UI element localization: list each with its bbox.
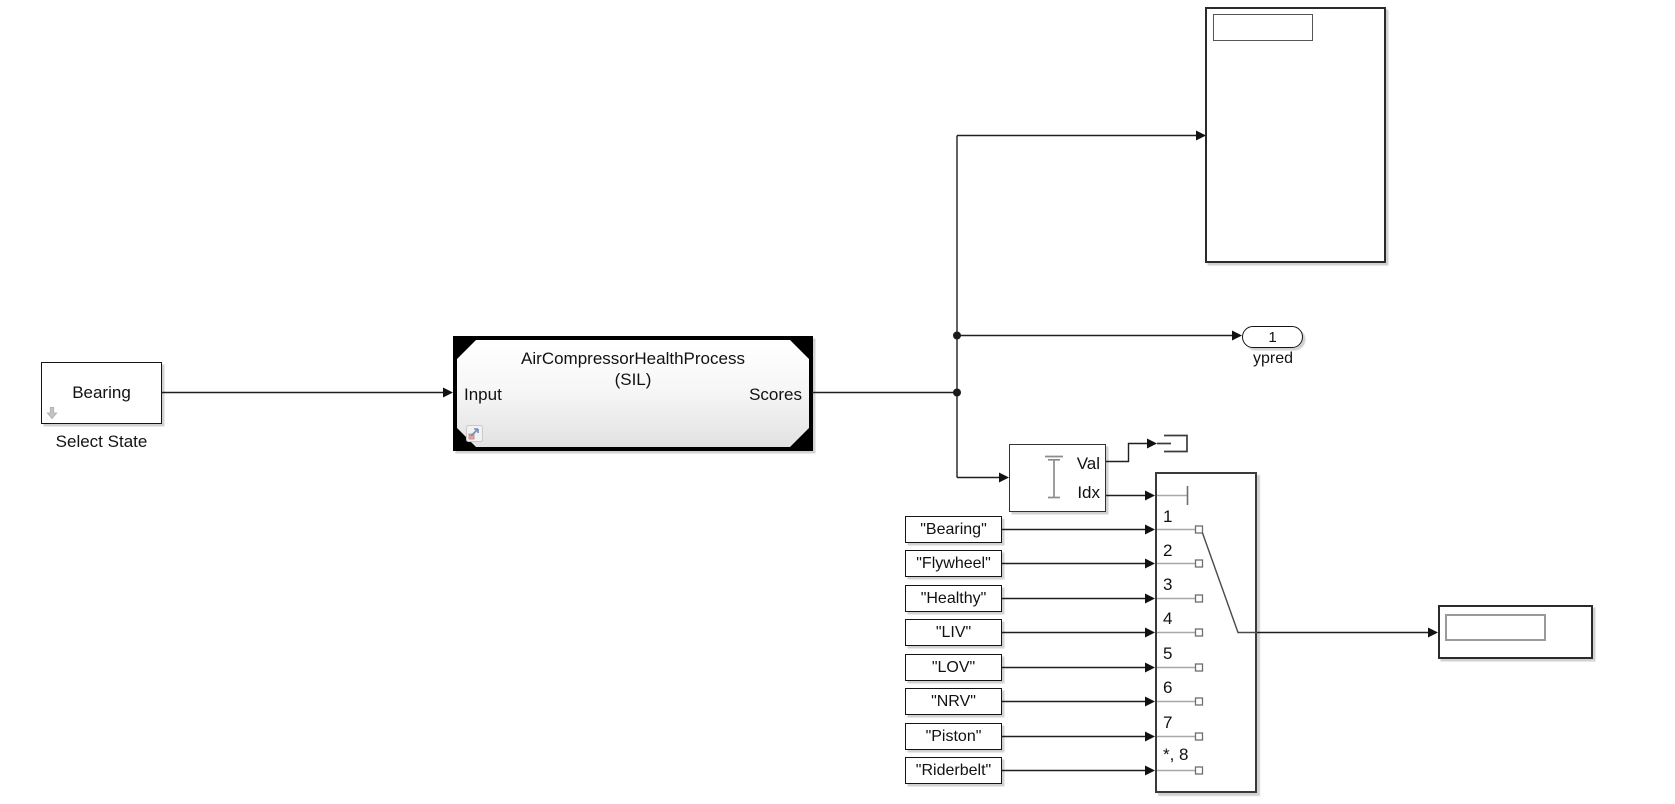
sil-badge-icon	[466, 425, 483, 442]
outport-number: 1	[1268, 328, 1277, 346]
sil-input-port-label: Input	[464, 385, 502, 404]
string-constant-value: "Bearing"	[920, 520, 987, 538]
sil-corner-decoration	[790, 340, 809, 359]
sil-output-port-label: Scores	[749, 385, 802, 404]
multiport-switch-block[interactable]: 1 2 3 4 5 6 7 *, 8	[1155, 472, 1257, 793]
sil-corner-decoration	[790, 428, 809, 447]
string-constant-block[interactable]: "Flywheel"	[905, 550, 1002, 577]
string-constant-block[interactable]: "Healthy"	[905, 585, 1002, 612]
switch-input-label: 1	[1163, 507, 1173, 526]
maximum-block[interactable]: Val Idx	[1009, 444, 1106, 512]
sil-block-title: AirCompressorHealthProcess	[521, 349, 745, 368]
sil-block-subtitle: (SIL)	[614, 370, 652, 389]
terminator-icon[interactable]	[1157, 434, 1188, 453]
display-value-cell	[1213, 14, 1313, 41]
string-constant-value: "Healthy"	[920, 589, 987, 607]
ypred-caption: ypred	[1252, 350, 1294, 367]
max-idx-port-label: Idx	[1077, 483, 1100, 502]
switch-input-label: 6	[1163, 678, 1173, 697]
display-value-cell	[1445, 614, 1546, 641]
select-state-block[interactable]: Bearing	[41, 362, 162, 424]
sil-model-block[interactable]: AirCompressorHealthProcess (SIL) Input S…	[453, 336, 813, 451]
switch-input-label: *, 8	[1163, 745, 1189, 764]
string-constant-value: "Flywheel"	[916, 554, 991, 572]
string-constant-value: "NRV"	[931, 692, 976, 710]
string-constant-block[interactable]: "LOV"	[905, 654, 1002, 681]
max-val-port-label: Val	[1076, 454, 1100, 473]
dropdown-arrow-icon[interactable]	[45, 406, 59, 420]
select-state-caption: Select State	[55, 432, 148, 451]
wire-junction-dots	[953, 331, 961, 397]
switch-input-label: 7	[1163, 713, 1173, 732]
scores-display-block[interactable]	[1205, 7, 1386, 263]
switch-input-label: 4	[1163, 609, 1173, 628]
switch-input-label: 3	[1163, 575, 1173, 594]
selected-state-display-block[interactable]	[1438, 605, 1593, 659]
string-constant-value: "Riderbelt"	[915, 761, 992, 779]
select-state-value: Bearing	[72, 383, 131, 402]
switch-input-label: 5	[1163, 644, 1173, 663]
string-constant-block[interactable]: "NRV"	[905, 688, 1002, 715]
string-constant-value: "LIV"	[935, 623, 972, 641]
switch-input-label: 2	[1163, 541, 1173, 560]
string-constant-block[interactable]: "LIV"	[905, 619, 1002, 646]
string-constant-block[interactable]: "Piston"	[905, 723, 1002, 750]
string-constant-block[interactable]: "Bearing"	[905, 516, 1002, 543]
string-constant-value: "LOV"	[931, 658, 976, 676]
ypred-outport-block[interactable]: 1	[1242, 326, 1303, 348]
string-constant-value: "Piston"	[925, 727, 982, 745]
string-constant-block[interactable]: "Riderbelt"	[905, 757, 1002, 784]
sil-corner-decoration	[457, 340, 476, 359]
